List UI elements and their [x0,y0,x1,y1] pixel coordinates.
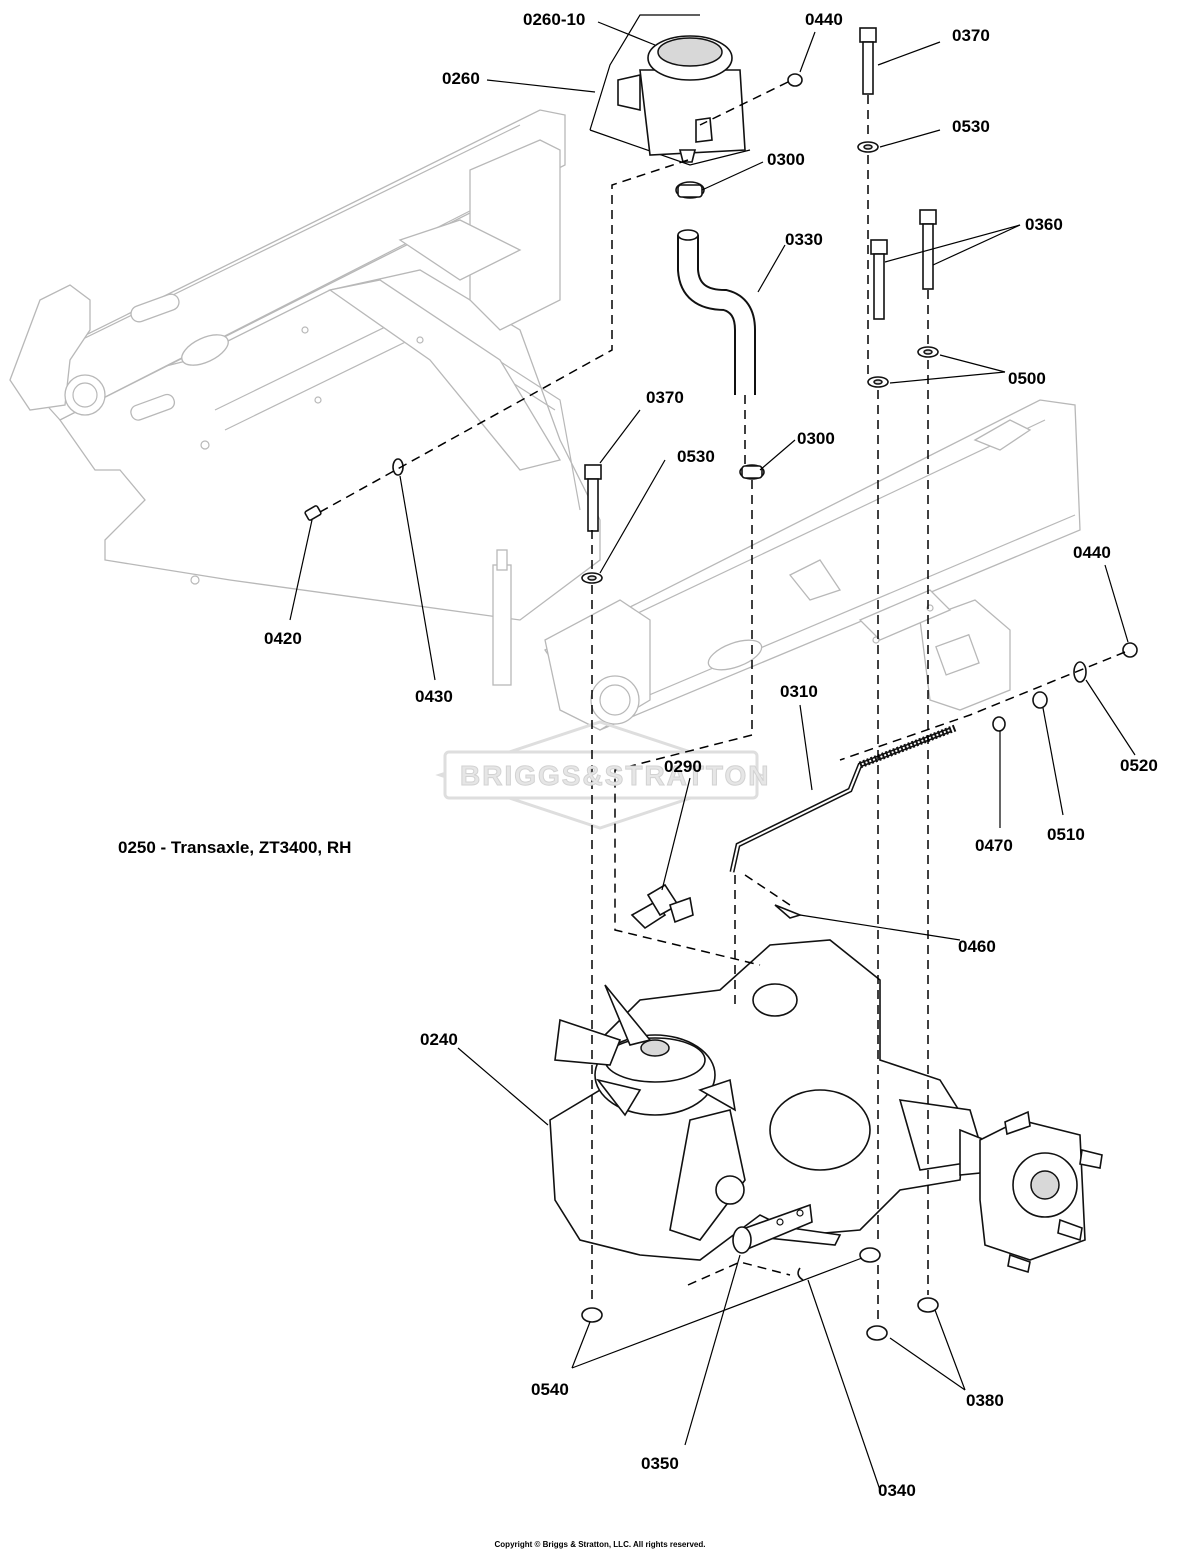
callout-0470: 0470 [975,836,1013,855]
arm-0350 [732,1203,813,1254]
callout-0240: 0240 [420,1030,458,1049]
bolt-0370-top [859,27,877,95]
watermark-logo [435,720,765,830]
callout-0380: 0380 [966,1391,1004,1410]
leader-lines [289,21,1136,1491]
callout-0260: 0260 [442,69,480,88]
callout-0440: 0440 [805,10,843,29]
mower-frame [9,109,1081,731]
reservoir-0260 [589,14,751,166]
hose-0330 [677,229,756,395]
callout-0510: 0510 [1047,825,1085,844]
callout-0300: 0300 [767,150,805,169]
callout-0370-mid: 0370 [646,388,684,407]
callout-0350: 0350 [641,1454,679,1473]
watermark-text: BRIGGS&STRATTON [460,760,771,792]
bolt-0370-mid [584,464,602,532]
callout-0500: 0500 [1008,369,1046,388]
fitting-0290 [630,883,694,930]
bolt-0360 [870,209,937,320]
callout-0260-10: 0260-10 [523,10,586,29]
clamp-0300 [675,181,765,480]
callout-0530-mid: 0530 [677,447,715,466]
callout-0440-right: 0440 [1073,543,1111,562]
callout-0420: 0420 [264,629,302,648]
callout-0290: 0290 [664,757,702,776]
rod-0310 [729,724,957,873]
transaxle-0240 [549,939,1103,1274]
clip-0460 [774,904,803,919]
clip-0340 [797,1267,804,1281]
callout-0300-mid: 0300 [797,429,835,448]
callout-0520: 0520 [1120,756,1158,775]
callout-0530: 0530 [952,117,990,136]
callout-0540: 0540 [531,1380,569,1399]
callout-0340: 0340 [878,1481,916,1500]
assembly-lines [319,81,1126,1325]
washers [392,141,1087,683]
assembly-caption: 0250 - Transaxle, ZT3400, RH [118,838,352,857]
copyright-notice: Copyright © Briggs & Stratton, LLC. All … [494,1540,706,1549]
nuts [581,73,1138,1341]
screw-0420 [304,505,322,521]
callout-0330: 0330 [785,230,823,249]
callout-0360: 0360 [1025,215,1063,234]
callout-0370: 0370 [952,26,990,45]
callout-0460: 0460 [958,937,996,956]
callout-0310: 0310 [780,682,818,701]
callout-0430: 0430 [415,687,453,706]
